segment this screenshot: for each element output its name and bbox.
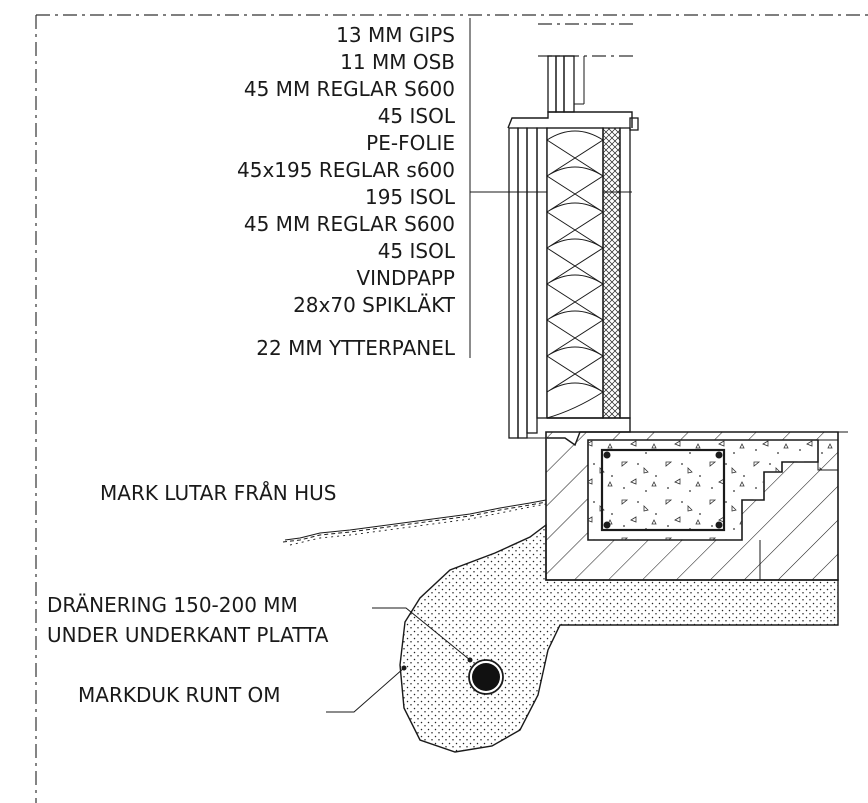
drain-leader xyxy=(372,607,471,661)
layer-list: 13 MM GIPS 11 MM OSB 45 MM REGLAR S600 4… xyxy=(237,23,456,360)
layer-label-3: 45 MM REGLAR S600 xyxy=(244,77,455,101)
layer-label-10: VINDPAPP xyxy=(356,266,455,290)
layer-label-12: 22 MM YTTERPANEL xyxy=(256,336,456,360)
fabric-leader xyxy=(326,667,405,713)
layer-label-7: 195 ISOL xyxy=(365,185,456,209)
drawing-border xyxy=(35,14,868,803)
layer-label-8: 45 MM REGLAR S600 xyxy=(244,212,455,236)
layer-label-9: 45 ISOL xyxy=(378,239,456,263)
layer-label-11: 28x70 SPIKLÄKT xyxy=(293,293,456,317)
layer-label-5: PE-FOLIE xyxy=(366,131,455,155)
drain-pipe xyxy=(468,659,504,695)
drain-note-line1: DRÄNERING 150-200 MM xyxy=(47,593,298,617)
layer-label-1: 13 MM GIPS xyxy=(336,23,455,47)
gravel-bed xyxy=(399,523,839,753)
ground-slope xyxy=(282,499,547,546)
layer-label-2: 11 MM OSB xyxy=(340,50,455,74)
drain-note-line2: UNDER UNDERKANT PLATTA xyxy=(47,623,329,647)
wall-section xyxy=(507,55,639,447)
annotations: MARK LUTAR FRÅN HUS DRÄNERING 150-200 MM… xyxy=(47,481,473,713)
foundation-insulation xyxy=(545,431,848,581)
layer-label-6: 45x195 REGLAR s600 xyxy=(237,158,455,182)
fabric-note: MARKDUK RUNT OM xyxy=(78,683,281,707)
slope-note: MARK LUTAR FRÅN HUS xyxy=(100,481,336,505)
layer-label-4: 45 ISOL xyxy=(378,104,456,128)
